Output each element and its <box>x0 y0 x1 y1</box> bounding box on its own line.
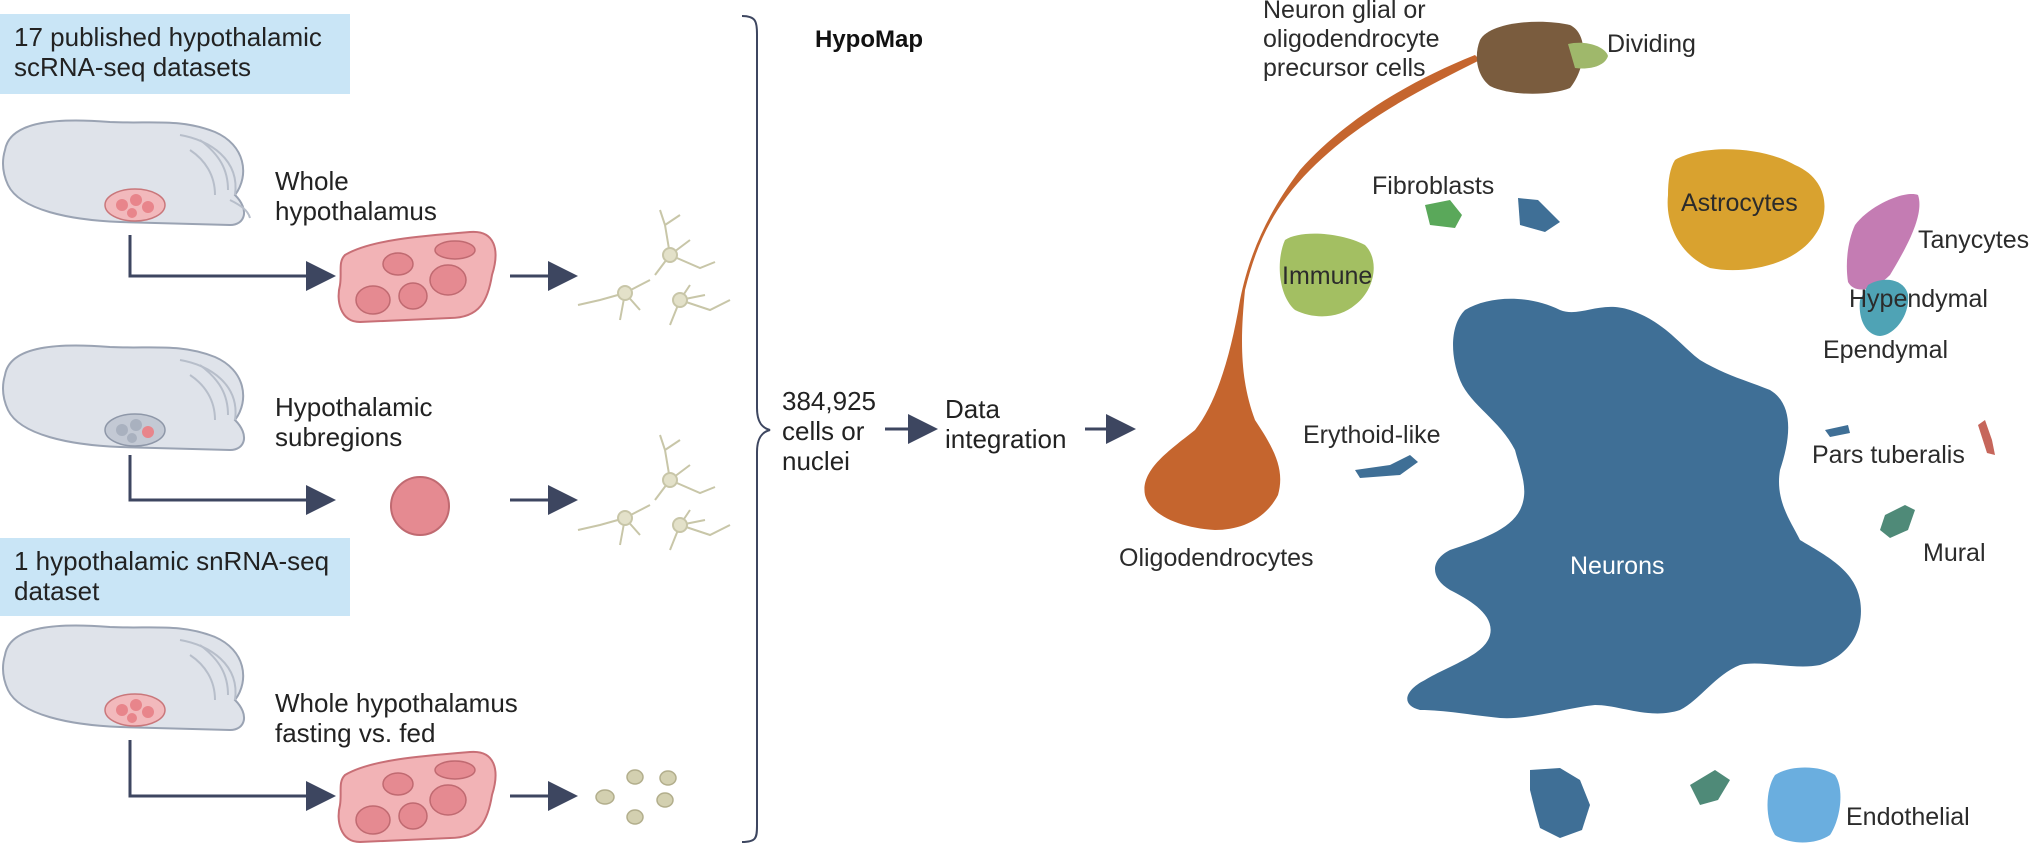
fibroblasts-cluster <box>1425 200 1462 228</box>
small-cell-cluster <box>1978 420 1995 455</box>
mural-cluster <box>1880 505 1915 538</box>
neurons-label: Neurons <box>1570 552 1665 580</box>
row1-label-line1: Whole <box>275 166 349 196</box>
neuron-glial-label-line2: oligodendrocyte <box>1263 25 1440 53</box>
tissue-slab-icon <box>337 230 497 324</box>
data-integration-line1: Data <box>945 394 1000 424</box>
astrocytes-cluster <box>1667 149 1825 271</box>
mouse-brain-icon <box>2 119 251 227</box>
scrna-datasets-line1: 17 published hypothalamic <box>14 22 322 52</box>
cell-count-line2: cells or <box>782 416 865 446</box>
pars-tuberalis-cluster <box>1825 425 1850 437</box>
snrna-dataset-line1: 1 hypothalamic snRNA-seq <box>14 546 330 576</box>
cell-count-line1: 384,925 <box>782 386 876 416</box>
ependymal-label: Ependymal <box>1823 336 1949 364</box>
hypomap-title: HypoMap <box>815 26 923 53</box>
snrna-dataset-line2: dataset <box>14 576 100 606</box>
small-neuron-cluster <box>1518 198 1560 232</box>
row2-label-line1: Hypothalamic <box>275 392 433 422</box>
oligodendrocyte-cluster <box>1144 55 1480 530</box>
data-integration-line2: integration <box>945 424 1067 454</box>
row1-label-line2: hypothalamus <box>275 196 437 226</box>
bracket <box>741 15 771 843</box>
elbow-arrow <box>128 740 336 811</box>
small-neuron-cluster <box>1530 768 1590 838</box>
tanycytes-label: Tanycytes <box>1918 226 2030 254</box>
neuron-cells-icon <box>577 209 731 326</box>
pars-tuberalis-label: Pars tuberalis <box>1812 441 1965 469</box>
subregion-punch-icon <box>390 476 450 536</box>
dividing-label: Dividing <box>1607 30 1696 58</box>
immune-cluster <box>1279 233 1374 317</box>
row2-label-line2: subregions <box>275 422 403 452</box>
erythoid-like-cluster <box>1355 455 1418 478</box>
ependymal-cluster <box>1859 279 1909 336</box>
mouse-brain-icon <box>2 624 245 732</box>
neuron-glial-label-line3: precursor cells <box>1263 54 1426 82</box>
oligodendrocytes-label: Oligodendrocytes <box>1119 544 1314 572</box>
tanycytes-cluster <box>1846 194 1920 290</box>
row3-label-line1: Whole hypothalamus <box>275 688 518 718</box>
cell-count-line3: nuclei <box>782 446 850 476</box>
astrocytes-label: Astrocytes <box>1681 189 1798 217</box>
fibroblasts-label: Fibroblasts <box>1372 172 1495 200</box>
mouse-brain-icon <box>2 344 245 452</box>
neurons-cluster <box>1407 298 1861 719</box>
endothelial-label: Endothelial <box>1846 803 1970 831</box>
elbow-arrow <box>128 235 336 291</box>
immune-label: Immune <box>1282 262 1373 290</box>
scrna-datasets-box: 17 published hypothalamic scRNA-seq data… <box>0 14 350 94</box>
nuclei-icon <box>595 769 677 825</box>
neuron-glial-label-line1: Neuron glial or <box>1263 0 1426 24</box>
row3-label-line2: fasting vs. fed <box>275 718 436 748</box>
elbow-arrow <box>128 455 336 515</box>
tissue-slab-icon <box>337 750 497 844</box>
scrna-datasets-line2: scRNA-seq datasets <box>14 52 251 82</box>
mural-label: Mural <box>1923 539 1986 567</box>
snrna-dataset-box: 1 hypothalamic snRNA-seq dataset <box>0 538 350 616</box>
opc-cluster <box>1476 21 1584 94</box>
dividing-cluster <box>1568 42 1608 69</box>
erythoid-like-label: Erythoid-like <box>1303 421 1441 449</box>
neuron-cells-icon <box>577 434 731 551</box>
hypendymal-label: Hypendymal <box>1849 285 1988 313</box>
mural-cluster <box>1690 770 1730 805</box>
endothelial-cluster <box>1767 767 1841 843</box>
